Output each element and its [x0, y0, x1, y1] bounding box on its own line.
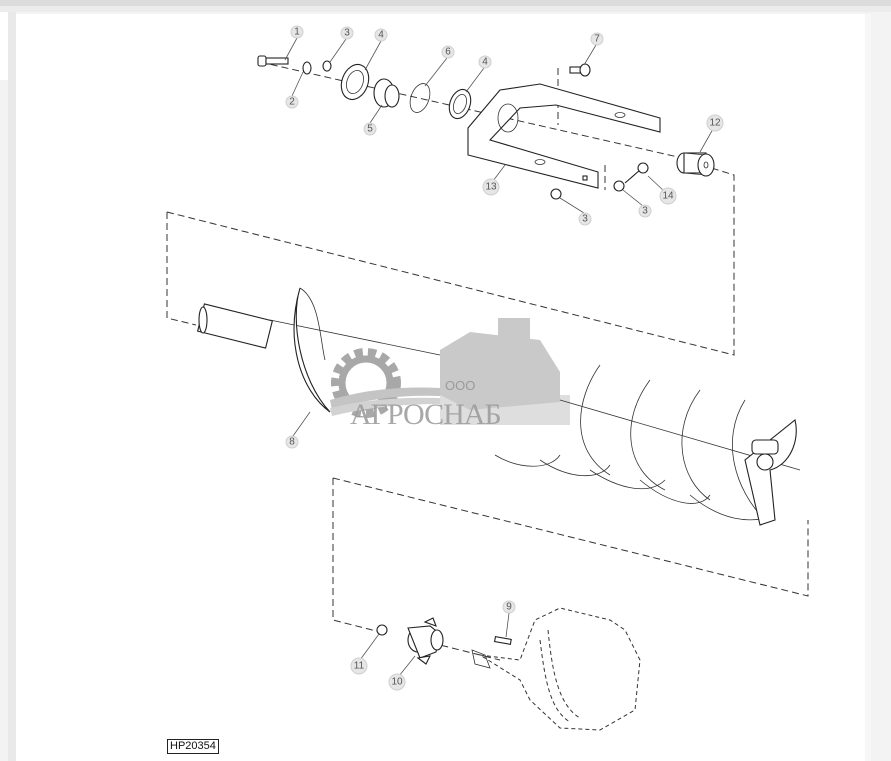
flange-part-4 — [340, 63, 370, 101]
svg-text:13: 13 — [485, 182, 497, 193]
svg-text:3: 3 — [344, 28, 350, 39]
callout-7: 7 — [590, 32, 604, 46]
callout-3b: 3 — [578, 212, 592, 226]
svg-text:10: 10 — [391, 677, 403, 688]
flange-part-4b — [448, 88, 472, 120]
bolt-part-1 — [257, 55, 289, 67]
callout-1: 1 — [290, 25, 304, 39]
svg-text:9: 9 — [506, 602, 512, 613]
spacer-part-12 — [676, 152, 715, 177]
svg-text:12: 12 — [709, 118, 721, 129]
bolt-part-7 — [569, 63, 591, 77]
nut-part-3c — [613, 180, 625, 192]
svg-text:6: 6 — [445, 47, 451, 58]
callout-2: 2 — [285, 95, 299, 109]
callouts: 1 2 3 4 5 6 4 7 12 13 3 14 3 8 9 11 10 — [284, 25, 724, 691]
combine-harvester-icon — [440, 318, 570, 425]
bearing-part-5 — [373, 78, 400, 108]
right-gutter — [865, 14, 871, 761]
svg-text:1: 1 — [294, 27, 300, 38]
callout-3c: 3 — [638, 204, 652, 218]
callout-3: 3 — [340, 26, 354, 40]
washer-part-2 — [302, 61, 312, 75]
svg-text:14: 14 — [662, 191, 674, 202]
callout-5: 5 — [363, 122, 377, 136]
watermark-prefix: ООО — [445, 378, 475, 393]
gearbox-housing-outline — [471, 607, 641, 731]
callout-8: 8 — [285, 435, 299, 449]
svg-text:5: 5 — [367, 124, 373, 135]
bolt-part-14 — [624, 162, 649, 184]
window-top-border — [0, 0, 891, 6]
svg-text:4: 4 — [482, 57, 488, 68]
callout-14: 14 — [659, 187, 677, 205]
auger-flighting — [494, 364, 797, 526]
auger-part-8 — [196, 287, 801, 526]
key-part-9 — [493, 636, 512, 645]
nut-part-3 — [322, 60, 332, 72]
bracket-part-13 — [467, 83, 661, 189]
window-top-border-inner — [0, 6, 891, 12]
callout-10: 10 — [388, 673, 406, 691]
callout-12: 12 — [706, 114, 724, 132]
callout-4b: 4 — [478, 55, 492, 69]
nut-part-11 — [376, 624, 388, 636]
gear-icon — [330, 348, 440, 418]
svg-text:8: 8 — [289, 437, 295, 448]
svg-text:11: 11 — [354, 661, 365, 672]
callout-4: 4 — [374, 28, 388, 42]
callout-6: 6 — [441, 45, 455, 59]
svg-text:4: 4 — [378, 30, 384, 41]
figure-id-label: HP20354 — [167, 739, 219, 754]
callout-11: 11 — [350, 657, 368, 675]
nut-part-3b — [550, 188, 562, 200]
watermark-logo: ООО АГРОСНАБ — [330, 318, 570, 431]
watermark-brand: АГРОСНАБ — [350, 398, 501, 431]
svg-text:3: 3 — [582, 214, 588, 225]
retaining-ring-part-6 — [409, 83, 431, 113]
svg-text:2: 2 — [289, 97, 295, 108]
left-gutter — [8, 12, 16, 761]
coupler-part-10 — [407, 617, 444, 665]
auger-end-shaft — [751, 439, 779, 471]
svg-text:3: 3 — [642, 206, 648, 217]
callout-13: 13 — [482, 178, 500, 196]
svg-text:7: 7 — [594, 34, 600, 45]
callout-9: 9 — [502, 600, 516, 614]
